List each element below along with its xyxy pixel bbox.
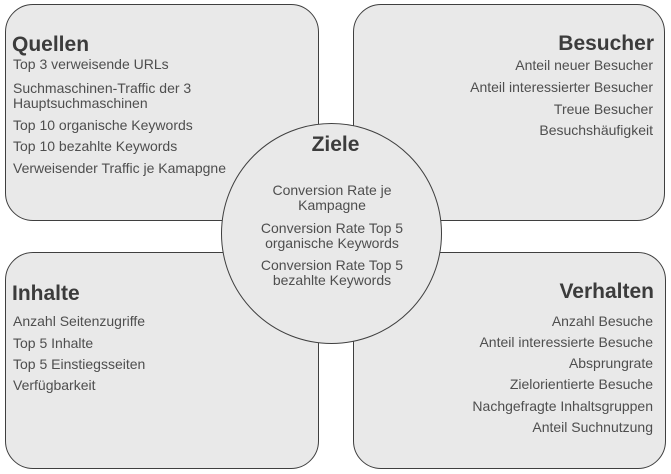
center-circle-items: Conversion Rate je Kampagne Conversion R… (249, 183, 415, 295)
list-item: Top 5 Einstiegsseiten (13, 355, 146, 372)
list-item: Verweisender Traffic je Kamapgne (13, 159, 226, 176)
list-item: Top 3 verweisende URLs (13, 56, 169, 73)
quadrant-verhalten-items: Anzahl Besuche Anteil interessierte Besu… (363, 312, 653, 441)
quadrant-inhalte-title: Inhalte (12, 281, 80, 305)
quadrant-besucher-items: Anteil neuer Besucher Anteil interessier… (373, 58, 653, 144)
list-item: Top 10 organische Keywords (13, 116, 193, 133)
list-item: Besuchshäufigkeit (539, 122, 653, 139)
quadrant-inhalte-items: Anzahl Seitenzugriffe Top 5 Inhalte Top … (13, 314, 293, 394)
list-item: Anteil Suchnutzung (532, 418, 653, 435)
center-circle (221, 123, 442, 344)
list-item: Verfügbarkeit (13, 377, 96, 394)
list-item: Anzahl Besuche (551, 312, 653, 329)
center-circle-title: Ziele (311, 133, 360, 156)
list-item: Zielorientierte Besuche (509, 376, 653, 393)
quadrant-quellen-title: Quellen (12, 32, 90, 56)
quadrant-besucher-title: Besucher (558, 31, 654, 55)
list-item: Suchmaschinen-Traffic der 3 Hauptsuchmas… (13, 79, 192, 112)
list-item: Anzahl Seitenzugriffe (13, 313, 146, 330)
list-item: Conversion Rate je Kampagne (272, 182, 392, 214)
list-item: Anteil neuer Besucher (515, 57, 653, 74)
list-item: Anteil interessierter Besucher (470, 78, 653, 95)
list-item: Conversion Rate Top 5 bezahlte Keywords (260, 257, 404, 289)
list-item: Conversion Rate Top 5 organische Keyword… (260, 219, 404, 251)
quadrant-verhalten-title: Verhalten (559, 280, 654, 303)
list-item: Absprungrate (568, 355, 653, 372)
list-item: Top 10 bezahlte Keywords (13, 138, 178, 155)
list-item: Top 5 Inhalte (13, 334, 94, 351)
list-item: Treue Besucher (553, 100, 653, 117)
quadrant-quellen-items: Top 3 verweisende URLs Suchmaschinen-Tra… (13, 57, 258, 176)
list-item: Anteil interessierte Besuche (479, 333, 653, 350)
list-item: Nachgefragte Inhaltsgruppen (472, 397, 653, 414)
